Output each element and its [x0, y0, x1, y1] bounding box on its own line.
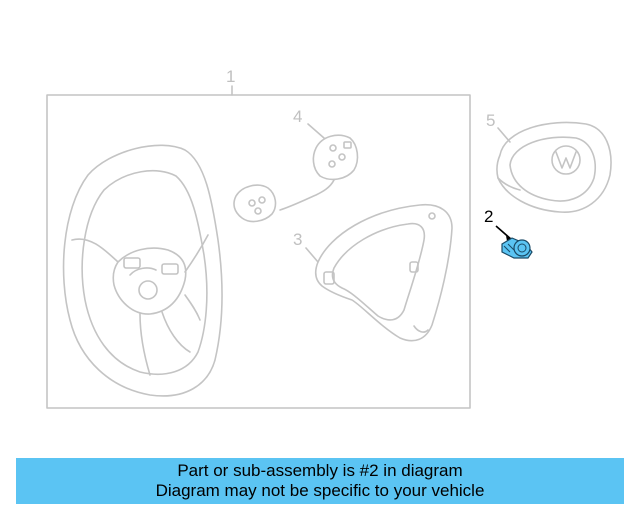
callout-5: 5 [486, 111, 496, 130]
parts-diagram [46, 85, 612, 409]
steering-wheel-icon [62, 144, 223, 397]
callout-1: 1 [226, 67, 236, 86]
info-banner: Part or sub-assembly is #2 in diagram Di… [16, 458, 624, 504]
trim-cover-icon [305, 203, 453, 342]
callout-2: 2 [484, 207, 494, 226]
switch-harness-icon [233, 123, 359, 223]
callout-3: 3 [293, 230, 303, 249]
bolt-icon [495, 225, 533, 259]
banner-line-1: Part or sub-assembly is #2 in diagram [177, 461, 463, 480]
banner-line-2: Diagram may not be specific to your vehi… [155, 481, 485, 500]
assembly-frame [46, 94, 471, 409]
callout-4: 4 [293, 107, 303, 126]
airbag-module-icon [496, 121, 612, 213]
vw-emblem-icon [551, 145, 581, 175]
